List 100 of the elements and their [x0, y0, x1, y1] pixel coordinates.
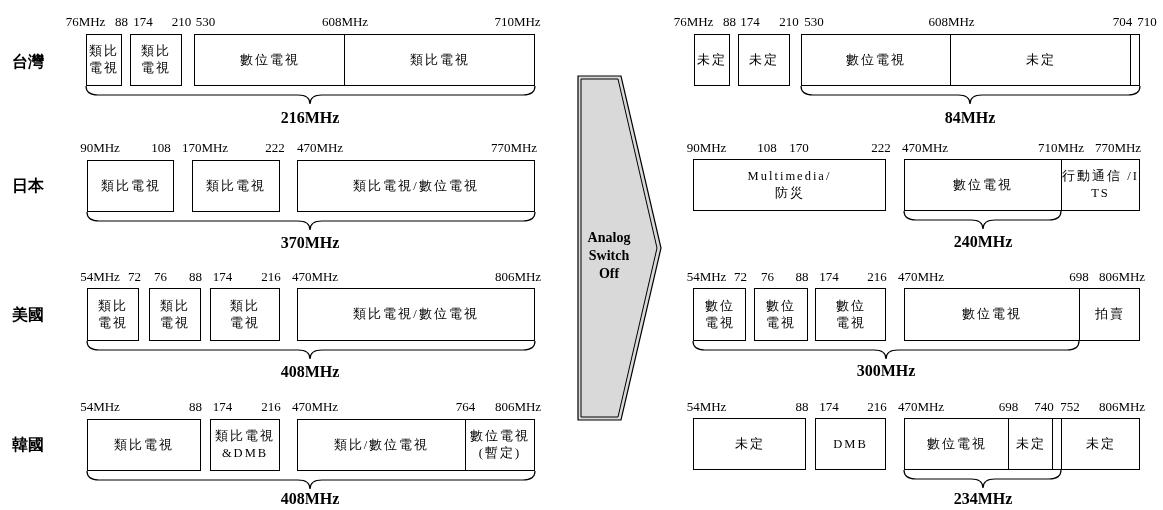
- frequency-label: 806MHz: [494, 399, 542, 413]
- band-label: 數位電視: [765, 297, 797, 332]
- band-label: 未定: [1085, 435, 1116, 453]
- band-box: [754, 288, 808, 341]
- frequency-label: 54MHz: [80, 269, 120, 283]
- band-box: [1061, 418, 1140, 470]
- band-box: [210, 288, 280, 341]
- band-box: [297, 160, 535, 212]
- frequency-label: 174: [212, 399, 233, 413]
- frequency-label: 88: [189, 269, 202, 283]
- frequency-label: 210: [779, 14, 799, 28]
- frequency-label: 710MHz: [1037, 140, 1085, 154]
- frequency-label: 88: [795, 399, 809, 413]
- bandwidth-total: 300MHz: [856, 363, 916, 379]
- frequency-label: 530: [195, 14, 216, 28]
- frequency-label: 76MHz: [673, 14, 714, 28]
- frequency-label: 770MHz: [1094, 140, 1142, 154]
- band-label: 未定: [1025, 51, 1056, 69]
- frequency-label: 88: [795, 269, 809, 283]
- bandwidth-total: 84MHz: [944, 110, 996, 126]
- frequency-label: 470MHz: [897, 269, 945, 283]
- frequency-label: 76MHz: [65, 14, 106, 28]
- band-label: 類比電視/數位電視: [353, 306, 479, 323]
- frequency-label: 710: [1137, 14, 1157, 28]
- band-box: [904, 418, 1009, 470]
- band-label: 類比電視: [140, 43, 172, 77]
- frequency-label: 174: [819, 399, 839, 413]
- frequency-label: 710MHz: [494, 14, 541, 28]
- country-label: 台灣: [12, 54, 44, 70]
- band-box: [344, 34, 535, 86]
- band-box: [297, 288, 535, 341]
- frequency-label: 216: [867, 399, 887, 413]
- band-box: [1061, 159, 1140, 211]
- bandwidth-total: 216MHz: [280, 110, 340, 126]
- band-label: 數位電視: [926, 435, 987, 453]
- band-label: 行動通信 /ITS: [1062, 168, 1139, 202]
- frequency-label: 470MHz: [291, 399, 339, 413]
- frequency-label: 174: [133, 14, 153, 28]
- band-label: DMB: [833, 435, 868, 453]
- band-label: 數位電視: [846, 51, 906, 69]
- band-box: [192, 160, 280, 212]
- band-box: [904, 288, 1080, 341]
- frequency-label: 170: [789, 140, 809, 154]
- frequency-label: 90MHz: [686, 140, 727, 154]
- band-box: [465, 419, 535, 471]
- band-box: [693, 159, 886, 211]
- frequency-label: 216: [867, 269, 887, 283]
- band-box: [87, 419, 201, 471]
- arrow-label: Analog Switch Off: [586, 229, 632, 283]
- frequency-label: 54MHz: [686, 399, 727, 413]
- frequency-label: 88: [115, 14, 128, 28]
- band-label: 拍賣: [1094, 306, 1125, 323]
- band-label: 數位電視 (暫定): [469, 428, 531, 462]
- band-label: 類比電視: [97, 297, 129, 332]
- band-label: 類比電視 &DMB: [214, 428, 276, 462]
- frequency-label: 222: [265, 140, 285, 154]
- frequency-label: 72: [128, 269, 141, 283]
- band-box: [149, 288, 201, 341]
- bandwidth-total: 240MHz: [953, 234, 1013, 250]
- frequency-label: 76: [761, 269, 774, 283]
- band-box: [210, 419, 280, 471]
- band-label: 類比電視/數位電視: [353, 177, 479, 195]
- country-label: 韓國: [12, 437, 44, 453]
- frequency-label: 54MHz: [686, 269, 727, 283]
- frequency-label: 764: [455, 399, 476, 413]
- frequency-label: 470MHz: [291, 269, 339, 283]
- country-label: 美國: [12, 307, 44, 323]
- frequency-label: 608MHz: [928, 14, 975, 28]
- band-label: 未定: [749, 51, 779, 69]
- frequency-label: 222: [871, 140, 891, 154]
- band-box: [1052, 418, 1062, 470]
- band-box: [87, 160, 174, 212]
- frequency-label: 54MHz: [80, 399, 120, 413]
- band-box: [87, 288, 139, 341]
- band-label: 類比電視: [206, 177, 266, 195]
- band-label: 數位電視: [703, 297, 736, 332]
- band-label: 未定: [697, 51, 727, 69]
- band-box: [1130, 34, 1140, 86]
- frequency-label: 470MHz: [897, 399, 945, 413]
- band-box: [801, 34, 951, 86]
- band-box: [1079, 288, 1140, 341]
- band-label: Multimedia/ 防災: [746, 168, 833, 202]
- frequency-label: 806MHz: [1098, 269, 1146, 283]
- band-label: 類比電視: [114, 436, 174, 454]
- band-label: 數位電視: [953, 176, 1013, 194]
- band-label: 類比電視: [159, 297, 191, 332]
- frequency-label: 752: [1060, 399, 1080, 413]
- band-box: [130, 34, 182, 86]
- frequency-label: 72: [734, 269, 747, 283]
- frequency-label: 470MHz: [901, 140, 949, 154]
- band-box: [815, 288, 886, 341]
- frequency-label: 608MHz: [321, 14, 369, 28]
- frequency-label: 704: [1112, 14, 1133, 28]
- frequency-label: 174: [819, 269, 839, 283]
- band-label: 數位電視: [834, 297, 867, 332]
- bandwidth-total: 234MHz: [953, 491, 1013, 507]
- frequency-label: 90MHz: [80, 140, 120, 154]
- band-box: [693, 288, 746, 341]
- bandwidth-total: 408MHz: [280, 364, 340, 380]
- band-box: [1008, 418, 1053, 470]
